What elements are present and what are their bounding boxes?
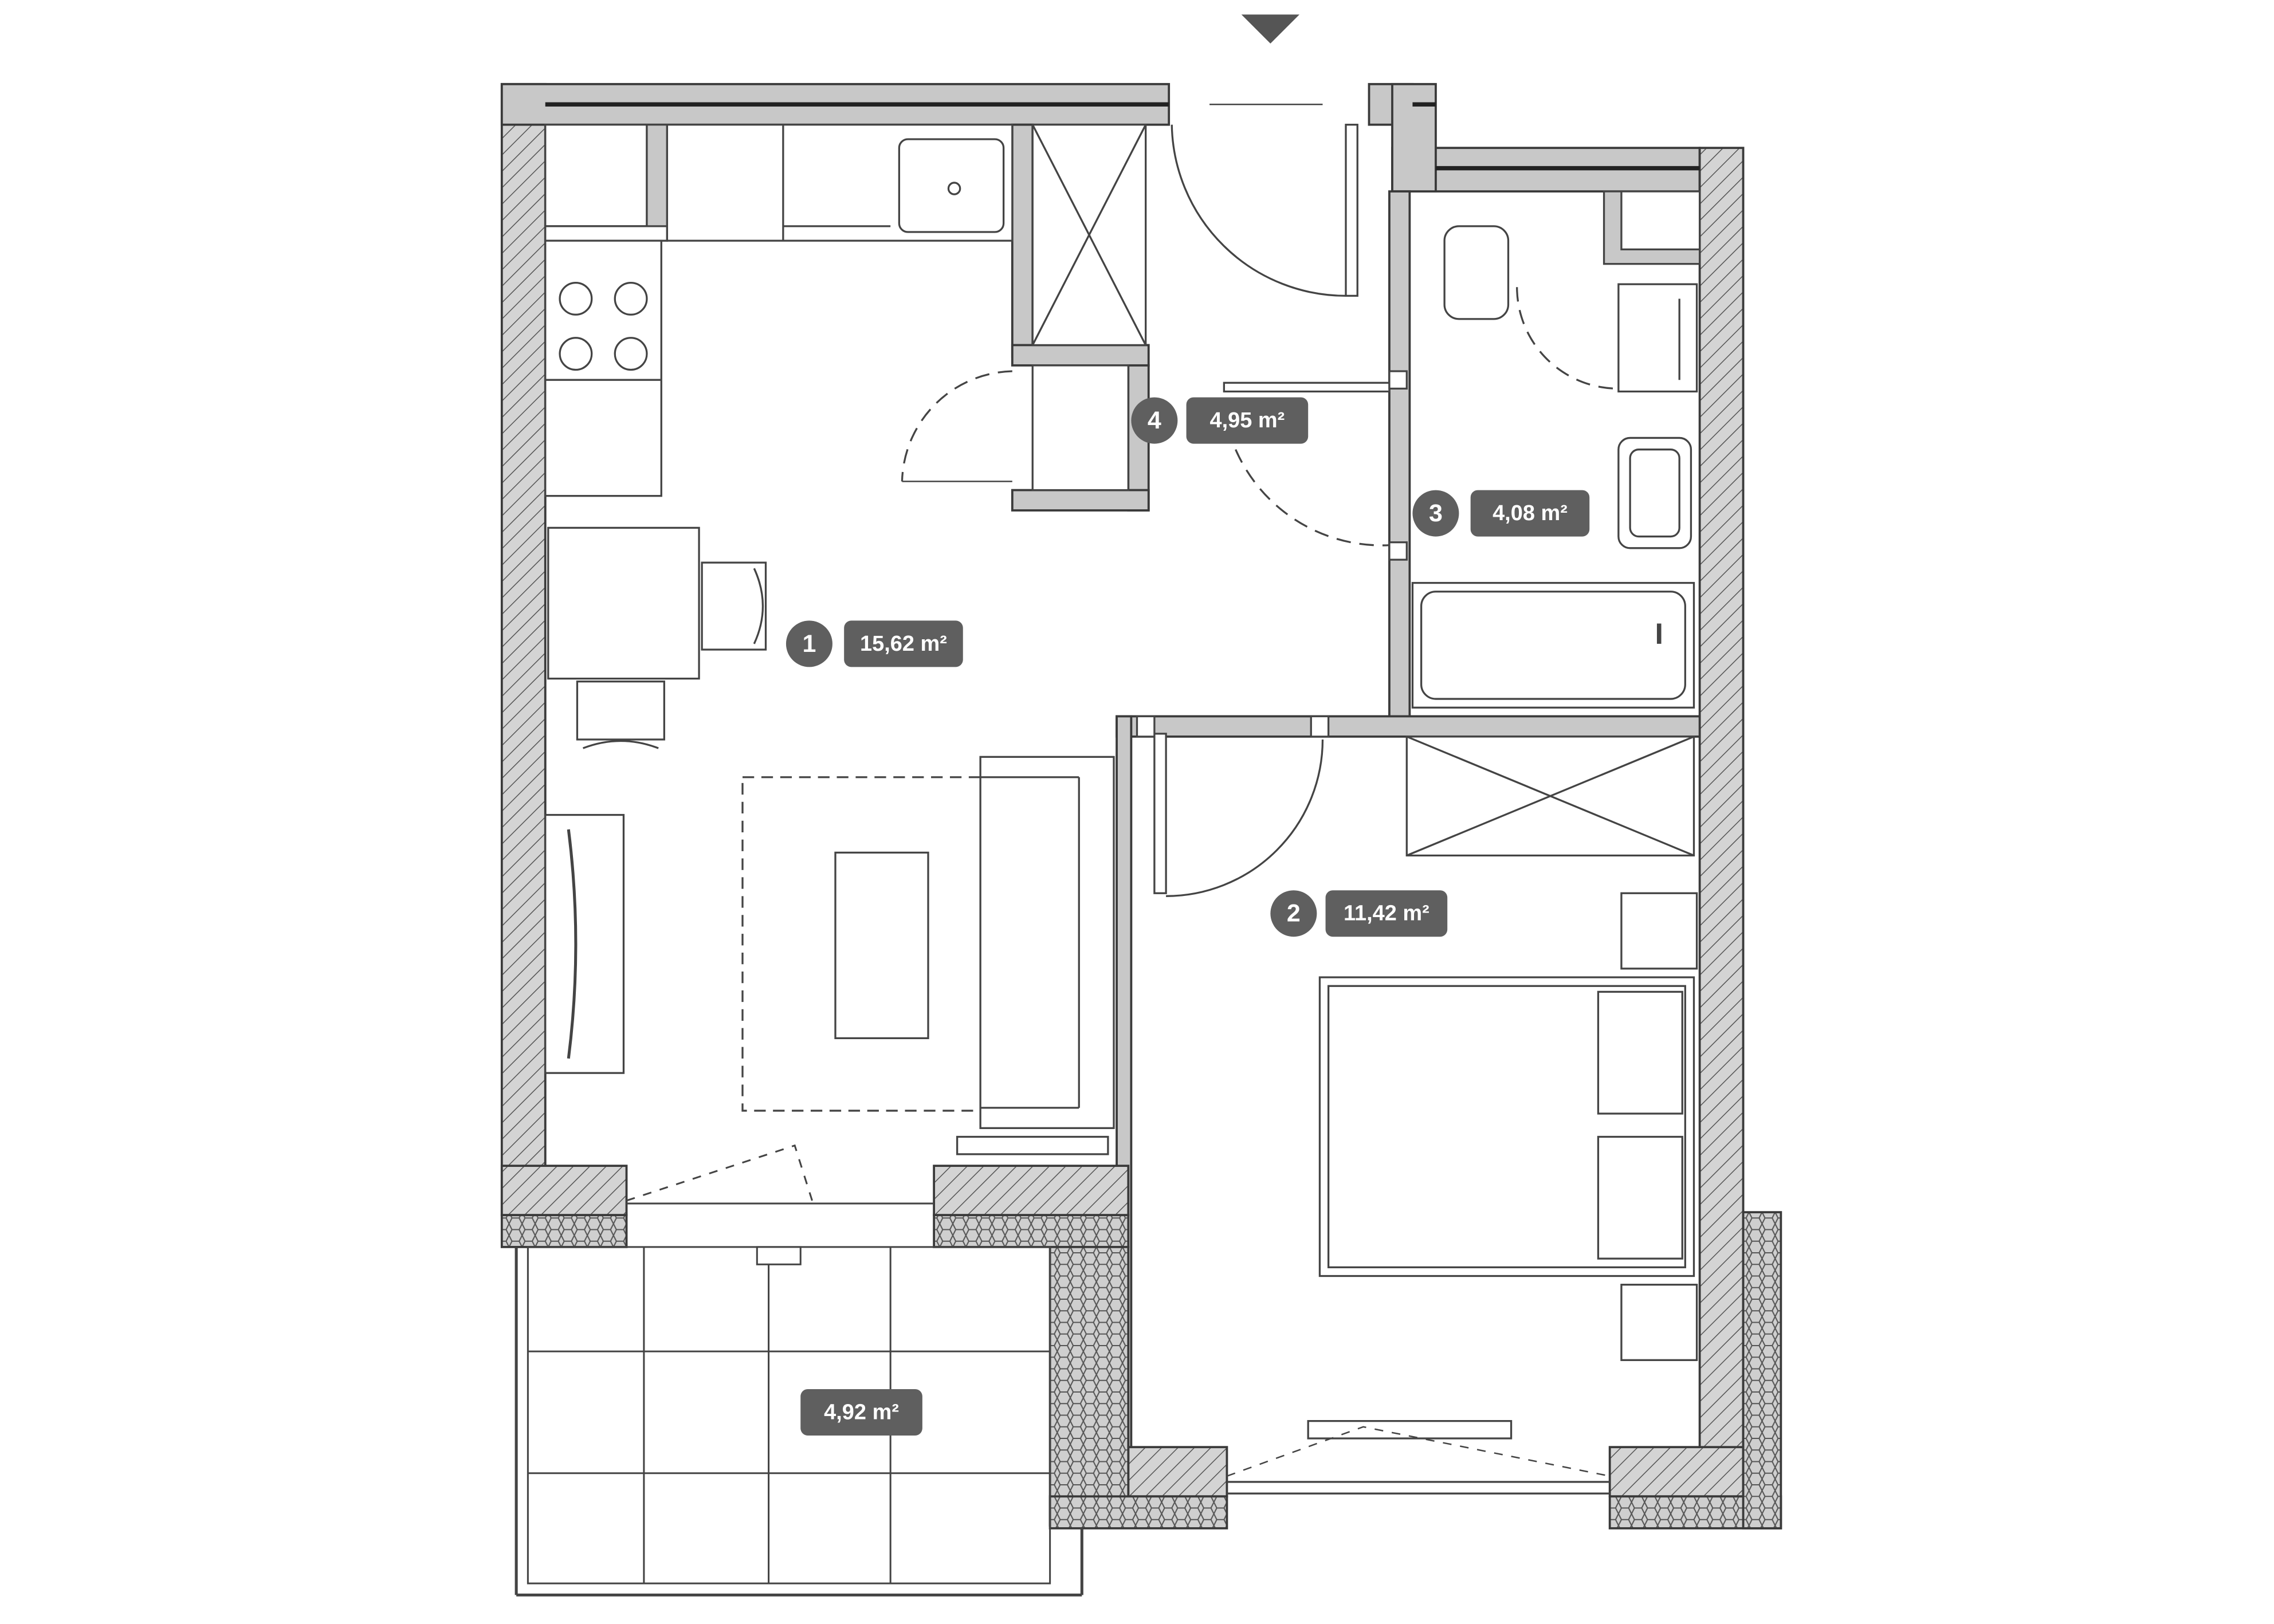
wall-niche-box-bottom — [1011, 489, 1150, 512]
room-area: 4,95 m² — [1209, 408, 1285, 432]
wall-bedroom-bottom-left — [1127, 1446, 1228, 1498]
entrance-door-leaf — [1345, 124, 1358, 297]
sofa — [979, 756, 1115, 1129]
pillow-icon — [1597, 1135, 1683, 1260]
living-furniture — [544, 756, 1115, 1155]
nightstand-top — [1620, 892, 1698, 970]
stove-counter — [544, 239, 662, 497]
insulation-mid — [933, 1214, 1130, 1248]
balcony-area: 4,92 m² — [824, 1400, 899, 1424]
wall-bottom-left — [500, 1165, 628, 1217]
room-area-badge — [1186, 397, 1309, 444]
shoe-cabinet — [1031, 364, 1129, 491]
room-area-badge — [844, 620, 963, 667]
balcony — [515, 1246, 1083, 1597]
sink-drain-icon — [947, 182, 961, 195]
washing-machine — [1617, 283, 1698, 393]
bedroom — [1136, 715, 1698, 1495]
wall-bathroom-left — [1388, 190, 1411, 721]
room-number: 4 — [1148, 407, 1161, 434]
room-number-badge — [786, 620, 832, 667]
coffee-table — [834, 851, 929, 1040]
nightstand-bottom — [1620, 1284, 1698, 1361]
room-label-1: 1 15,62 m² — [786, 620, 963, 667]
insulation-bedroom-bottom — [1048, 1495, 1228, 1529]
radiator — [956, 1135, 1109, 1155]
wall-bottom-mid — [933, 1165, 1130, 1217]
entrance-door-swing — [1171, 124, 1346, 297]
bedroom-door-leaf — [1153, 733, 1167, 894]
wall-niche-left — [1011, 123, 1034, 358]
room-label-4: 4 4,95 m² — [1131, 397, 1309, 444]
bathroom-door-leaf — [1223, 382, 1391, 393]
insulation-left — [500, 1214, 628, 1248]
pillow-icon — [1597, 990, 1683, 1115]
room-number-badge — [1270, 890, 1317, 937]
hall-door-swing — [901, 370, 1012, 482]
room-area: 11,42 m² — [1344, 902, 1429, 926]
bathroom-door-swing — [1235, 449, 1390, 546]
balcony-door — [626, 1144, 934, 1205]
insulation-right-side — [1742, 1211, 1782, 1529]
kitchen — [544, 124, 1014, 497]
entrance-arrow-icon — [1241, 14, 1299, 44]
wall-bedroom-bottom-right — [1608, 1446, 1745, 1498]
facade-lines — [545, 102, 1700, 171]
toilet — [1443, 225, 1510, 320]
wall-right-exterior — [1698, 147, 1745, 1454]
balcony-drain — [756, 1246, 802, 1265]
dining-set — [547, 526, 767, 749]
balcony-area-badge — [800, 1389, 922, 1436]
wall-left-exterior — [500, 82, 547, 1217]
room-label-2: 2 11,42 m² — [1270, 890, 1448, 937]
kitchen-cabinet-1 — [544, 225, 669, 242]
chair-right — [701, 561, 767, 651]
bathroom-inner-door-swing — [1516, 287, 1619, 390]
chair-bottom — [576, 681, 665, 741]
room-area: 15,62 m² — [860, 632, 947, 656]
room-area-badge — [1325, 890, 1448, 937]
balcony-floor — [527, 1246, 1051, 1584]
burner-icon — [559, 281, 593, 316]
room-number: 1 — [802, 630, 816, 658]
bedroom-door-swing — [1166, 739, 1324, 897]
hall — [901, 103, 1408, 561]
burner-icon — [614, 281, 648, 316]
room-label-3: 3 4,08 m² — [1412, 490, 1590, 537]
insulation-balcony-side — [1048, 1245, 1130, 1527]
kitchen-upper-cabinet-left — [544, 124, 648, 227]
dining-table — [547, 526, 700, 680]
room-number: 3 — [1429, 500, 1443, 527]
room-number-badge — [1131, 397, 1178, 444]
wall-bathroom-bottom — [1116, 715, 1701, 738]
room-area: 4,08 m² — [1493, 501, 1568, 525]
wall-niche-bottom — [1011, 344, 1150, 367]
burner-icon — [614, 337, 648, 371]
wall-step-vertical — [1391, 82, 1437, 193]
kitchen-column — [646, 124, 669, 242]
burner-icon — [559, 337, 593, 371]
room-number: 2 — [1287, 900, 1301, 927]
room-number-badge — [1412, 490, 1459, 537]
room-area-badge — [1470, 490, 1590, 537]
balcony-label: 4,92 m² — [800, 1389, 922, 1436]
tv-cabinet — [544, 813, 625, 1074]
bathroom — [1411, 190, 1701, 709]
